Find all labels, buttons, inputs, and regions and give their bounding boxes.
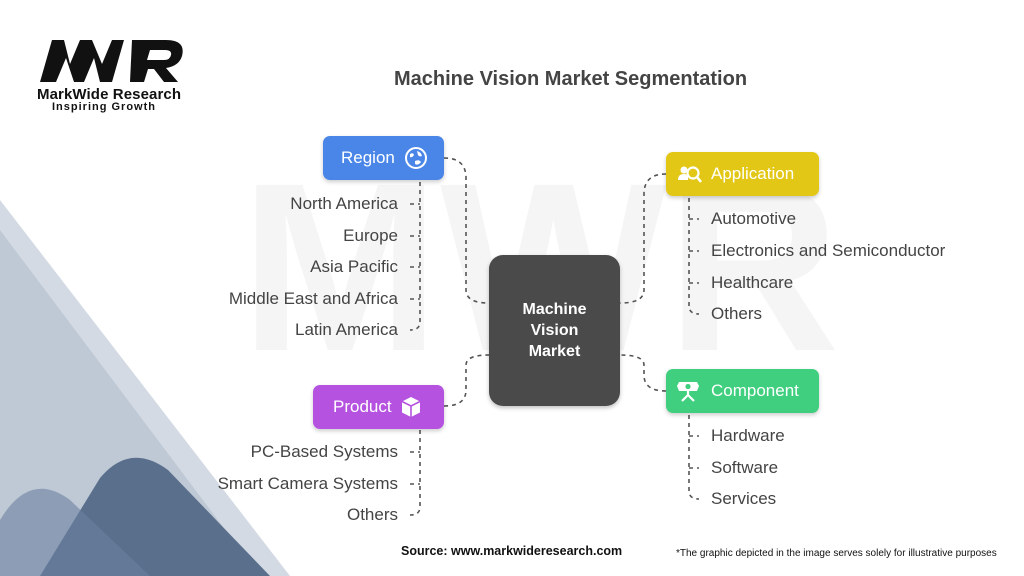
product-connector (443, 354, 490, 407)
globe-icon (403, 145, 429, 171)
application-connector (619, 173, 667, 304)
product-item: PC-Based Systems (250, 442, 398, 461)
region-item: North America (290, 194, 398, 213)
page-title: Machine Vision Market Segmentation (394, 68, 748, 90)
application-box: Application (666, 152, 819, 196)
region-box: Region (323, 136, 444, 180)
component-item: Hardware (711, 426, 785, 445)
camera-stand-icon (676, 378, 702, 404)
product-label: Product (333, 397, 392, 416)
application-item: Others (711, 304, 763, 323)
region-item: Asia Pacific (310, 257, 398, 276)
region-item: Latin America (295, 320, 398, 339)
region-label: Region (341, 148, 395, 167)
center-label: Machine Vision Market (522, 301, 587, 360)
region-item: Middle East and Africa (228, 289, 398, 308)
application-item: Healthcare (711, 273, 794, 292)
component-item: Software (711, 458, 779, 477)
product-items-connector (409, 430, 421, 516)
product-box: Product (313, 385, 444, 429)
center-node: Machine Vision Market (489, 255, 620, 406)
component-connector (619, 354, 667, 392)
product-item: Smart Camera Systems (217, 474, 398, 493)
disclaimer-note: *The graphic depicted in the image serve… (676, 548, 997, 559)
component-item: Services (711, 489, 777, 508)
region-items-connector (409, 182, 421, 331)
application-label: Application (711, 164, 795, 183)
product-item: Others (346, 505, 398, 524)
logo (40, 40, 183, 82)
component-label: Component (711, 381, 799, 400)
component-box: Component (666, 369, 819, 413)
source-credit: Source: www.markwideresearch.com (401, 544, 623, 558)
people-search-icon (676, 161, 702, 187)
region-connector (443, 157, 490, 304)
application-items-connector (688, 198, 700, 315)
region-item: Europe (343, 226, 398, 245)
application-item: Electronics and Semiconductor (711, 241, 946, 260)
component-items-connector (688, 415, 700, 500)
brand-name: MarkWide Research (37, 86, 182, 103)
brand-tagline: Inspiring Growth (52, 101, 156, 113)
application-item: Automotive (711, 209, 797, 228)
box-icon (398, 394, 424, 420)
